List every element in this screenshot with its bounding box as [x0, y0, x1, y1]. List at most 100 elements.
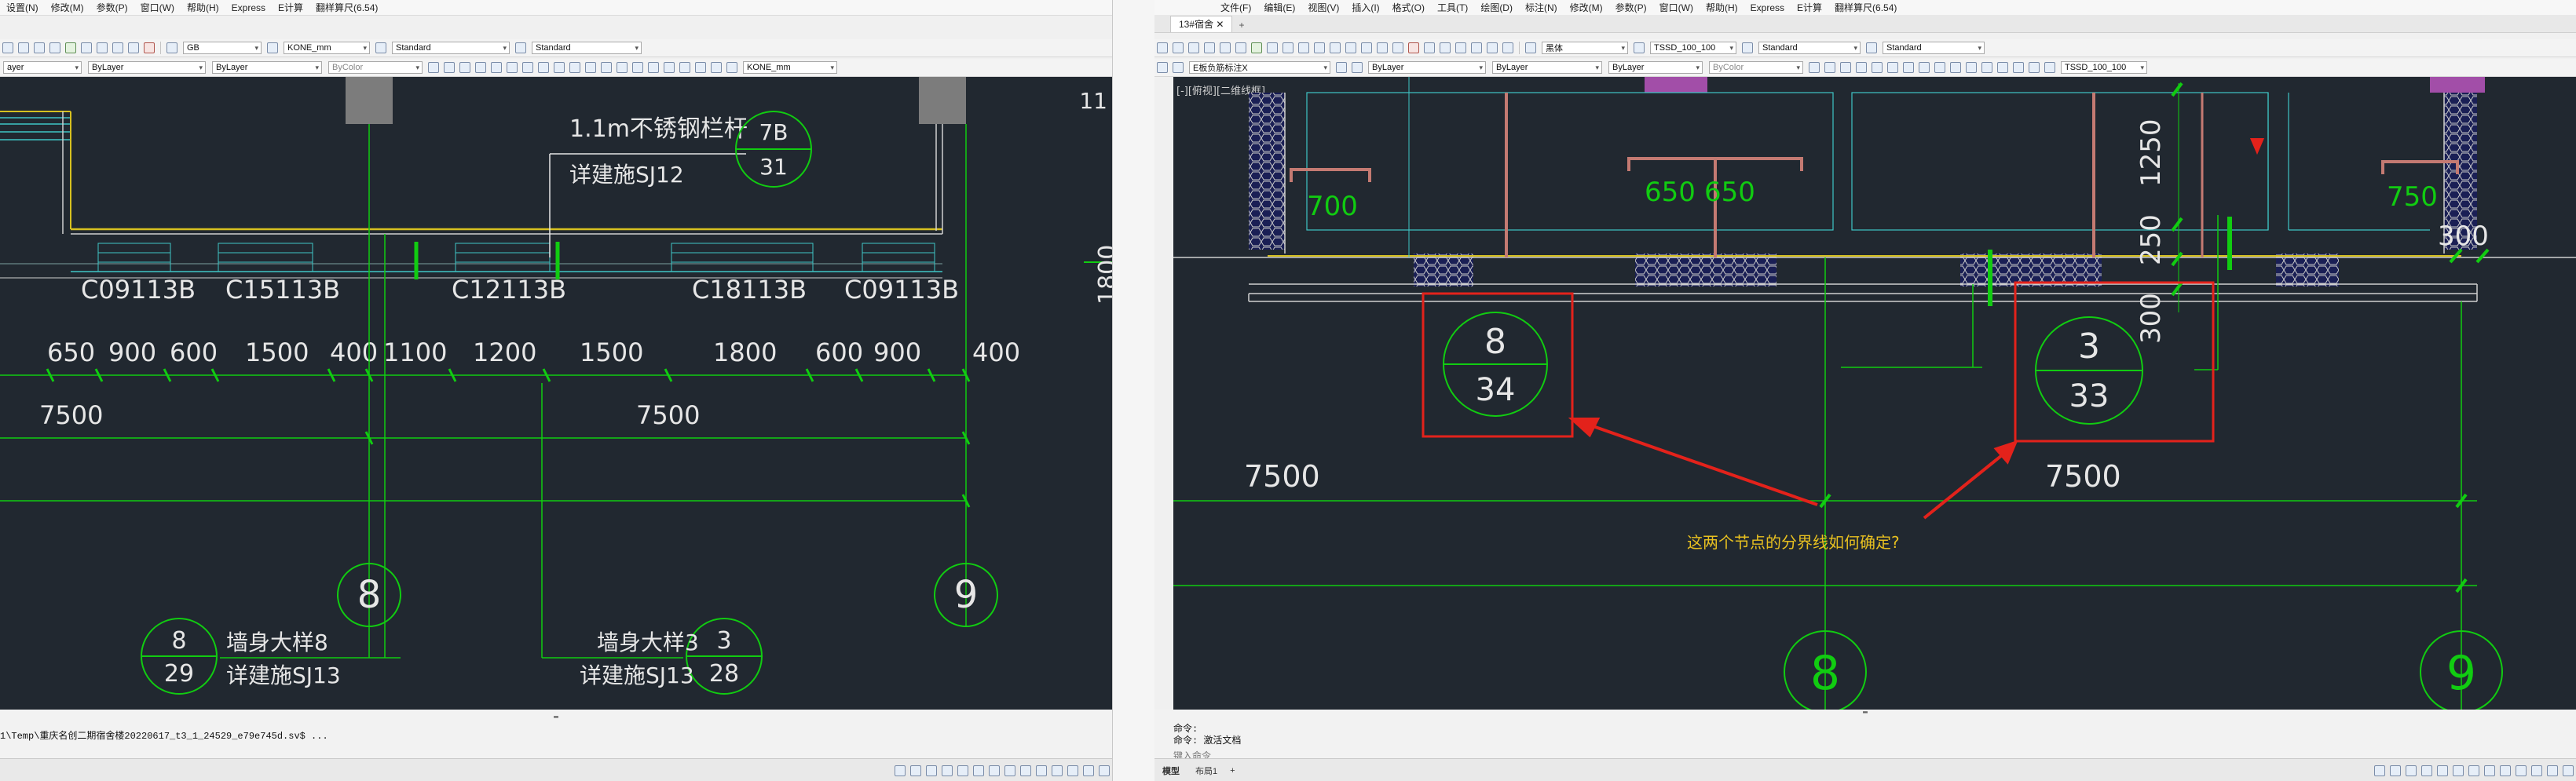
redo-icon[interactable] [1330, 42, 1341, 53]
new-file-icon[interactable] [2, 42, 13, 53]
dim-style-select[interactable]: TSSD_100_100 [1650, 42, 1736, 54]
menu-item[interactable]: 标注(N) [1524, 2, 1557, 13]
menu-item[interactable]: 修改(M) [1569, 2, 1603, 13]
menu-item[interactable]: 修改(M) [50, 2, 84, 13]
dim-ordinate-icon[interactable] [475, 62, 486, 73]
match-properties-icon[interactable] [1298, 42, 1309, 53]
table-style-select[interactable]: Standard [392, 42, 510, 54]
fullscreen-icon[interactable] [2547, 765, 2558, 776]
pan-icon[interactable] [1345, 42, 1356, 53]
undo-icon[interactable] [1314, 42, 1325, 53]
pan-icon[interactable] [112, 42, 123, 53]
dim-angular-icon[interactable] [538, 62, 549, 73]
text-style-select[interactable]: GB [183, 42, 262, 54]
menu-item[interactable]: 窗口(W) [1659, 2, 1693, 13]
fullscreen-icon[interactable] [1083, 765, 1094, 776]
splitter-icon[interactable]: ▬ [553, 713, 558, 721]
tab-document[interactable]: 13#宿舍 ✕ [1170, 16, 1233, 32]
preview-icon[interactable] [1220, 42, 1231, 53]
dim-update-icon[interactable] [2044, 62, 2055, 73]
dim-arc-icon[interactable] [1840, 62, 1851, 73]
customize-icon[interactable] [1099, 765, 1110, 776]
tool-palette-icon[interactable] [1440, 42, 1451, 53]
save-icon[interactable] [34, 42, 45, 53]
gear-icon[interactable] [1067, 765, 1078, 776]
dim-linear-icon[interactable] [428, 62, 439, 73]
snap-icon[interactable] [910, 765, 921, 776]
splitter-icon[interactable]: ▬ [1862, 708, 1868, 717]
tolerance-icon[interactable] [2013, 62, 2024, 73]
menu-item[interactable]: 帮助(H) [187, 2, 219, 13]
dim-style-combo[interactable]: KONE_mm [743, 61, 837, 74]
open-file-icon[interactable] [18, 42, 29, 53]
polar-icon[interactable] [942, 765, 953, 776]
menu-item[interactable]: 格式(O) [1392, 2, 1425, 13]
dim-diameter-icon[interactable] [522, 62, 533, 73]
zoom-icon[interactable] [128, 42, 139, 53]
layer-select[interactable]: E板负筋标注X [1189, 61, 1330, 74]
menu-item[interactable]: Express [231, 2, 266, 13]
transparency-icon[interactable] [2484, 765, 2495, 776]
menu-item[interactable]: E计算 [1797, 2, 1823, 13]
otrack-icon[interactable] [2453, 765, 2464, 776]
dim-break-icon[interactable] [1997, 62, 2008, 73]
osnap-icon[interactable] [2437, 765, 2448, 776]
tolerance-icon[interactable] [632, 62, 643, 73]
ortho-icon[interactable] [2406, 765, 2417, 776]
osnap-icon[interactable] [957, 765, 968, 776]
save-icon[interactable] [1188, 42, 1199, 53]
menu-item[interactable]: 绘图(D) [1480, 2, 1513, 13]
quick-dim-icon[interactable] [554, 62, 565, 73]
continue-icon[interactable] [585, 62, 596, 73]
zoom-window-icon[interactable] [1377, 42, 1388, 53]
menu-item[interactable]: Express [1750, 2, 1785, 13]
dim-linear-icon[interactable] [1809, 62, 1820, 73]
menu-item[interactable]: 翻样算尺(6.54) [1835, 2, 1897, 13]
mleader-style-select[interactable]: Standard [532, 42, 642, 54]
plotstyle-select[interactable]: ByColor [1709, 61, 1803, 74]
dim-aligned-icon[interactable] [444, 62, 455, 73]
center-mark-icon[interactable] [2029, 62, 2040, 73]
dim-break-icon[interactable] [617, 62, 628, 73]
color-select[interactable]: ByLayer [1368, 61, 1486, 74]
dim-diameter-icon[interactable] [1903, 62, 1914, 73]
baseline-icon[interactable] [569, 62, 580, 73]
zoom-realtime-icon[interactable] [1361, 42, 1372, 53]
command-input[interactable]: 键入命令 [1173, 751, 1212, 762]
grid-icon[interactable] [2374, 765, 2385, 776]
dim-angular-icon[interactable] [1919, 62, 1930, 73]
polar-icon[interactable] [2421, 765, 2432, 776]
menu-item[interactable]: 文件(F) [1220, 2, 1252, 13]
dim-space-icon[interactable] [1981, 62, 1992, 73]
snap-icon[interactable] [2390, 765, 2401, 776]
dim-style-combo[interactable]: TSSD_100_100 [2061, 61, 2147, 74]
dim-style-select[interactable]: KONE_mm [284, 42, 370, 54]
linetype-select[interactable]: ByLayer [88, 61, 206, 74]
menu-item[interactable]: 插入(I) [1352, 2, 1380, 13]
dim-radius-icon[interactable] [1872, 62, 1883, 73]
paste-icon[interactable] [1283, 42, 1293, 53]
layer-select[interactable]: ayer [3, 61, 82, 74]
make-current-icon[interactable] [1336, 62, 1347, 73]
close-icon[interactable]: ✕ [1216, 19, 1224, 30]
new-file-icon[interactable] [1157, 42, 1168, 53]
cut-icon[interactable] [1251, 42, 1262, 53]
workspace-icon[interactable] [2516, 765, 2527, 776]
dim-jogged-icon[interactable] [1887, 62, 1898, 73]
zoom-previous-icon[interactable] [1392, 42, 1403, 53]
lineweight-icon[interactable] [2468, 765, 2479, 776]
menu-item[interactable]: E计算 [278, 2, 304, 13]
ortho-icon[interactable] [926, 765, 937, 776]
continue-icon[interactable] [1966, 62, 1977, 73]
dim-radius-icon[interactable] [491, 62, 502, 73]
dim-aligned-icon[interactable] [1824, 62, 1835, 73]
print-icon[interactable] [49, 42, 60, 53]
plotstyle-select[interactable]: ByColor [328, 61, 423, 74]
dim-ordinate-icon[interactable] [1856, 62, 1867, 73]
layer-previous-icon[interactable] [1352, 62, 1363, 73]
linetype-select[interactable]: ByLayer [1492, 61, 1602, 74]
lineweight-icon[interactable] [989, 765, 1000, 776]
menu-item[interactable]: 窗口(W) [140, 2, 174, 13]
viewport-label[interactable]: [-][俯视][二维线框] [1176, 85, 1265, 97]
dim-space-icon[interactable] [601, 62, 612, 73]
